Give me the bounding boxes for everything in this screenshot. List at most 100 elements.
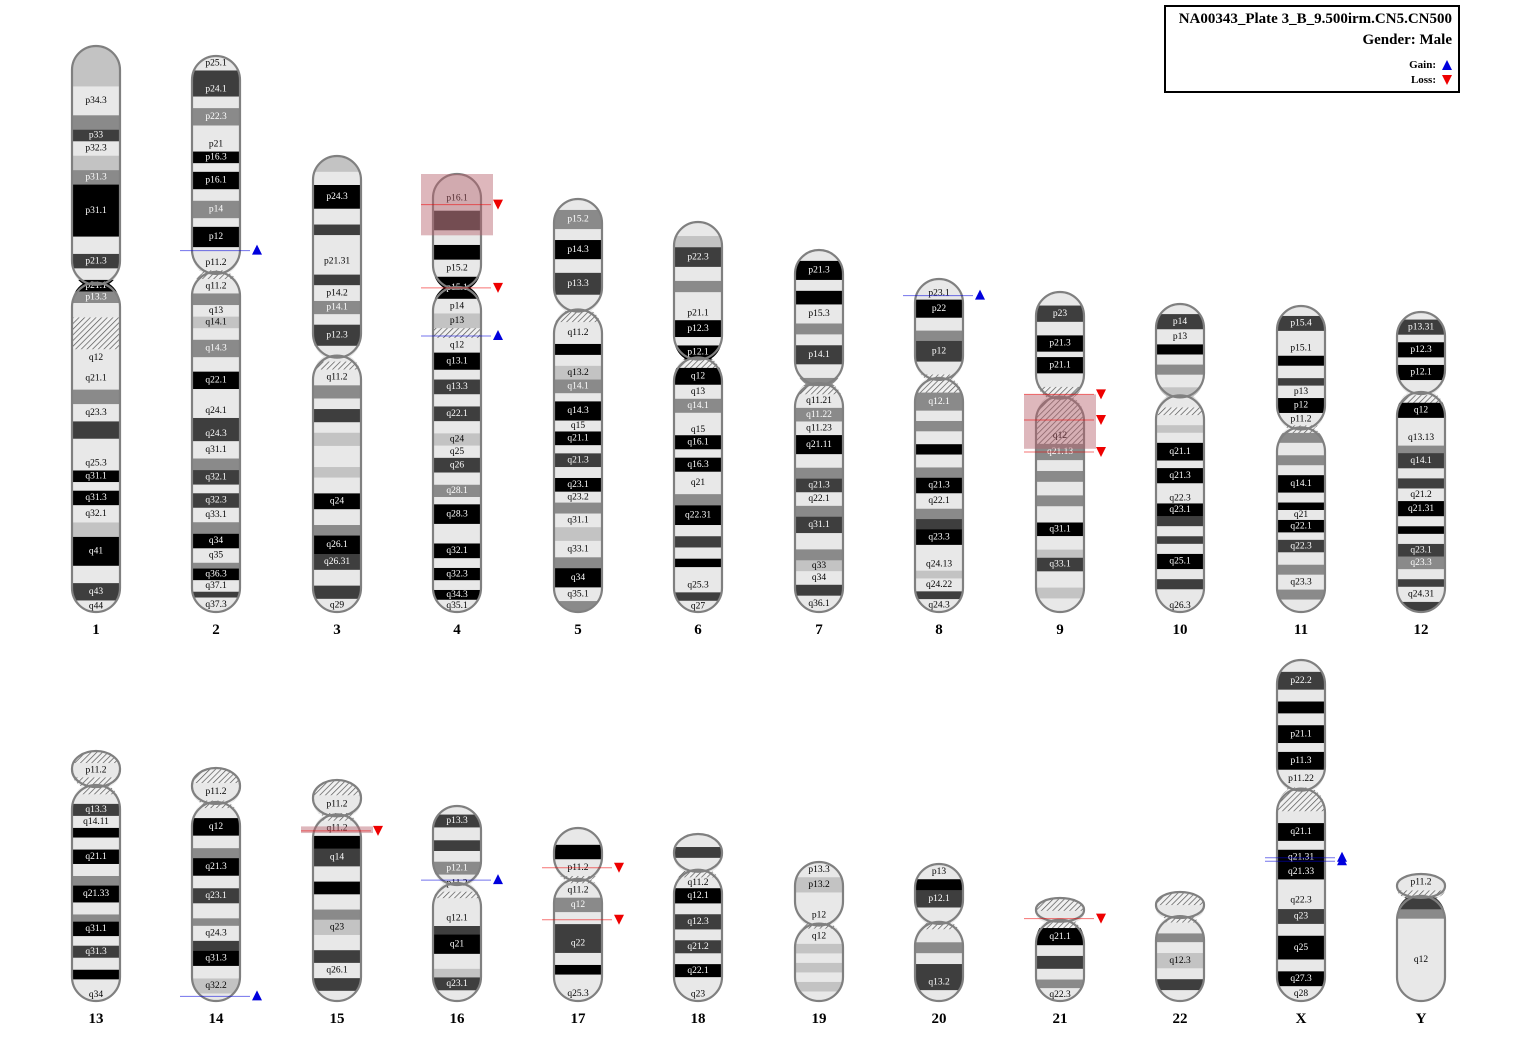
band [554, 259, 602, 274]
band [192, 441, 240, 459]
band [1156, 933, 1204, 943]
band-label: q16.3 [687, 460, 709, 470]
loss-triangle-icon [614, 914, 624, 925]
band [1397, 430, 1445, 447]
band [795, 505, 843, 518]
band [313, 208, 361, 225]
band [192, 848, 240, 859]
band [433, 953, 481, 970]
band [313, 361, 361, 370]
band-label: p12.3 [1410, 345, 1432, 355]
q-arm-outline [1275, 787, 1327, 1003]
chromosome-label: 20 [932, 1011, 947, 1027]
loss-triangle-icon [614, 862, 624, 873]
band [192, 568, 240, 581]
band-label: q36.3 [205, 570, 227, 580]
band [1277, 671, 1325, 691]
band [1277, 398, 1325, 414]
band-label: q28.3 [446, 509, 468, 519]
band [192, 591, 240, 598]
band [1156, 905, 1204, 917]
band [674, 929, 722, 941]
band [72, 565, 120, 584]
band-label: q24 [450, 435, 465, 445]
band [1156, 415, 1204, 426]
chromosome-7: p21.3p15.3p14.1q11.21q11.22q11.23q21.11q… [793, 248, 845, 638]
band-label: p22.3 [205, 112, 227, 122]
band [192, 125, 240, 138]
band-label: q21 [450, 939, 465, 949]
band-group: p21.3p15.3p14.1q11.21q11.22q11.23q21.11q… [795, 250, 843, 612]
band-label: q37.3 [205, 600, 227, 610]
band [795, 435, 843, 455]
band [1277, 864, 1325, 880]
band-label: q32.3 [205, 496, 227, 506]
band [1036, 945, 1084, 957]
q-arm-outline [311, 813, 363, 1003]
band [1036, 955, 1084, 970]
band [554, 527, 602, 542]
band [433, 580, 481, 591]
band [72, 777, 120, 786]
band [795, 991, 843, 1001]
band [192, 389, 240, 404]
band [313, 385, 361, 399]
legend-gain-label: Gain: [1409, 59, 1436, 71]
band [915, 340, 963, 363]
triangle-down-icon [1442, 75, 1452, 85]
band [554, 502, 602, 514]
band [1397, 478, 1445, 489]
band-label: q41 [89, 547, 104, 557]
band-label: q13.2 [928, 978, 950, 988]
band [72, 268, 120, 281]
band-label: q12 [1414, 955, 1429, 965]
band [1277, 589, 1325, 600]
band [72, 141, 120, 157]
band-label: q13.2 [567, 368, 589, 378]
band-label: q26.1 [326, 540, 348, 550]
band [1156, 483, 1204, 494]
q-arm-outline [793, 922, 845, 1003]
band [192, 247, 240, 257]
band-label: p25.1 [205, 58, 227, 68]
band [915, 279, 963, 288]
band [554, 354, 602, 367]
band-label: q23.3 [1410, 558, 1432, 568]
band [433, 934, 481, 955]
p-arm-outline [431, 804, 483, 887]
band [72, 253, 120, 269]
band [433, 977, 481, 991]
band [433, 406, 481, 422]
band [192, 458, 240, 471]
band [1036, 549, 1084, 559]
band [433, 558, 481, 569]
band [674, 600, 722, 612]
band-label: q16.1 [687, 437, 709, 447]
band [313, 345, 361, 362]
loss-triangle-icon [1096, 415, 1106, 425]
band [795, 516, 843, 534]
band-label: q31.1 [808, 520, 830, 530]
band [72, 129, 120, 142]
band-label: p12.1 [1410, 368, 1432, 378]
band [433, 337, 481, 354]
band-label: p14.3 [567, 245, 589, 255]
band-label: q21.2 [1410, 490, 1432, 500]
band [1397, 417, 1445, 431]
band [192, 533, 240, 549]
band [1277, 306, 1325, 317]
band [1036, 335, 1084, 353]
band-label: q32.1 [85, 509, 107, 519]
band [1156, 329, 1204, 345]
band [433, 840, 481, 852]
band [1397, 334, 1445, 343]
band-label: q25.3 [687, 581, 709, 591]
p-arm-outline [190, 54, 242, 275]
band [795, 943, 843, 954]
band [554, 229, 602, 241]
band [1036, 321, 1084, 336]
